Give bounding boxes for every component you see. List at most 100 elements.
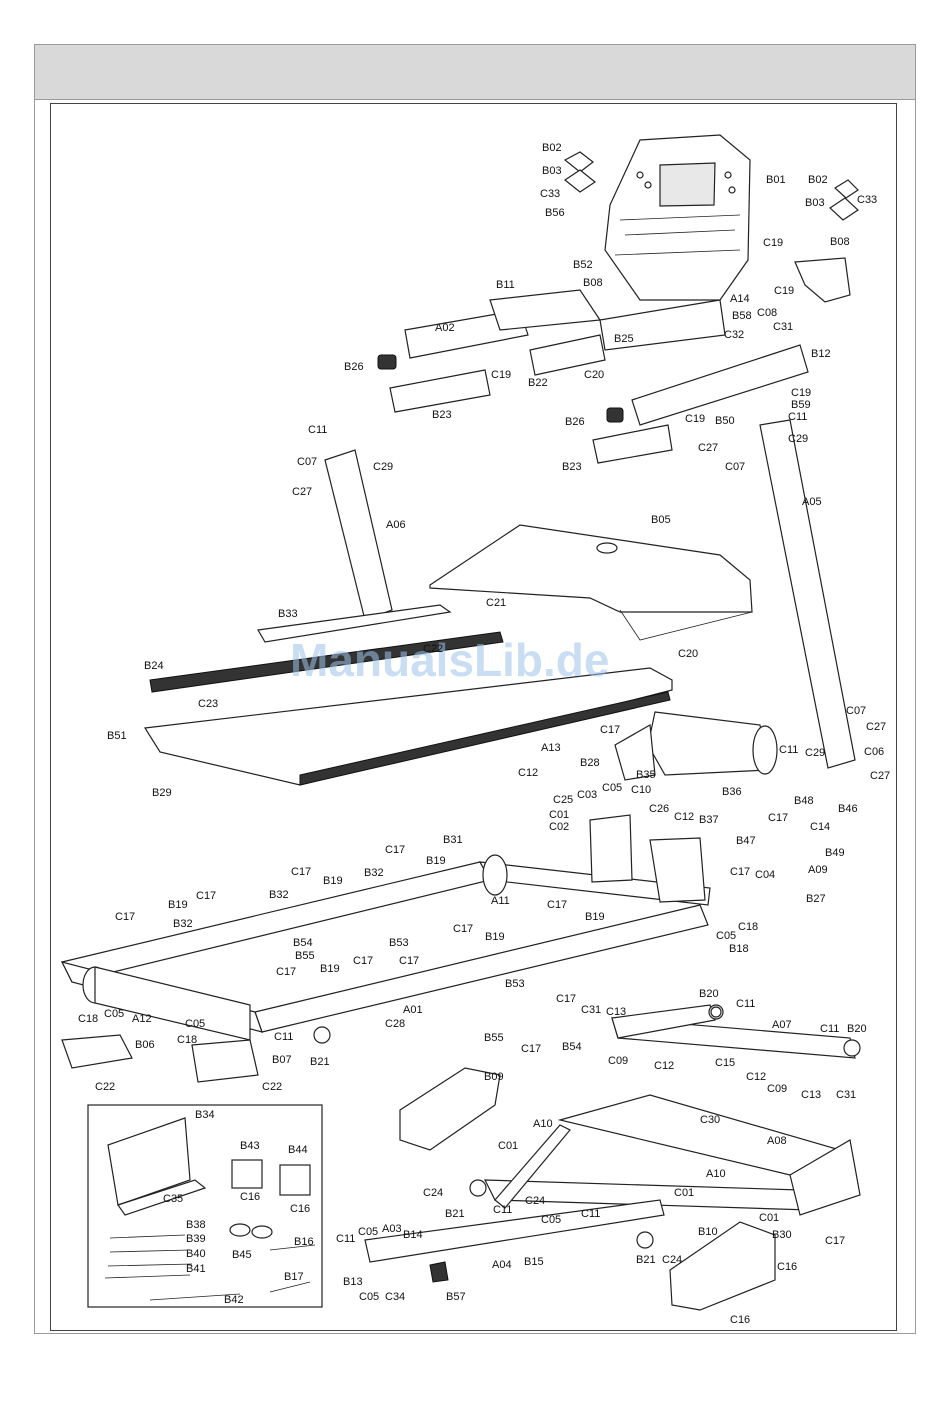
label-A06: A06 — [386, 519, 406, 531]
label-C11: C11 — [493, 1204, 512, 1216]
label-C06: C06 — [864, 746, 884, 758]
label-B01: B01 — [766, 174, 786, 186]
label-B25: B25 — [614, 333, 634, 345]
label-A08: A08 — [767, 1135, 787, 1147]
label-C16: C16 — [290, 1203, 310, 1215]
label-B34: B34 — [195, 1109, 215, 1121]
label-B59: B59 — [791, 399, 811, 411]
label-B21: B21 — [445, 1208, 465, 1220]
label-B16: B16 — [294, 1236, 314, 1248]
label-B23: B23 — [432, 409, 452, 421]
label-C17: C17 — [825, 1235, 845, 1247]
label-C17: C17 — [115, 911, 135, 923]
handlebar-a02 — [389, 289, 606, 413]
label-A03: A03 — [382, 1223, 402, 1235]
label-C17: C17 — [600, 724, 620, 736]
label-C11: C11 — [779, 744, 798, 756]
label-C11: C11 — [308, 424, 327, 436]
end-cap-b26b — [606, 407, 624, 423]
label-C33: C33 — [857, 194, 877, 206]
label-A11: A11 — [491, 895, 510, 907]
label-C05: C05 — [541, 1214, 561, 1226]
label-C01: C01 — [549, 809, 569, 821]
label-C17: C17 — [453, 923, 473, 935]
label-B21: B21 — [636, 1254, 656, 1266]
label-C18: C18 — [78, 1013, 98, 1025]
label-B03: B03 — [805, 197, 825, 209]
label-B07: B07 — [272, 1054, 292, 1066]
label-C03: C03 — [577, 789, 597, 801]
label-C09: C09 — [608, 1055, 628, 1067]
label-B19: B19 — [323, 875, 343, 887]
upright-a05 — [759, 419, 856, 769]
label-C23: C23 — [198, 698, 218, 710]
label-C17: C17 — [196, 890, 216, 902]
label-C01: C01 — [674, 1187, 694, 1199]
upright-a06 — [324, 449, 393, 621]
label-C20: C20 — [678, 648, 698, 660]
label-C17: C17 — [730, 866, 750, 878]
label-B39: B39 — [186, 1233, 206, 1245]
label-C19: C19 — [774, 285, 794, 297]
label-C12: C12 — [746, 1071, 766, 1083]
label-B10: B10 — [698, 1226, 718, 1238]
side-cover-b09 — [399, 1067, 501, 1151]
label-B19: B19 — [320, 963, 340, 975]
side-cover-b10 — [669, 1221, 776, 1311]
label-C19: C19 — [763, 237, 783, 249]
label-C24: C24 — [525, 1195, 545, 1207]
label-B18: B18 — [729, 943, 749, 955]
label-B45: B45 — [232, 1249, 252, 1261]
label-A12: A12 — [132, 1013, 152, 1025]
label-B19: B19 — [168, 899, 188, 911]
label-C07: C07 — [846, 705, 866, 717]
label-B11: B11 — [496, 279, 515, 291]
label-B55: B55 — [295, 950, 315, 962]
label-B02: B02 — [808, 174, 828, 186]
label-B52: B52 — [573, 259, 593, 271]
label-C13: C13 — [801, 1089, 821, 1101]
label-B13: B13 — [343, 1276, 363, 1288]
label-C19: C19 — [491, 369, 511, 381]
label-C26: C26 — [649, 803, 669, 815]
label-C32: C32 — [724, 329, 744, 341]
label-B56: B56 — [545, 207, 565, 219]
label-B54: B54 — [293, 937, 313, 949]
wheel-b21a — [313, 1026, 331, 1044]
label-C17: C17 — [768, 812, 788, 824]
label-C29: C29 — [788, 433, 808, 445]
label-C11: C11 — [274, 1031, 293, 1043]
label-C08: C08 — [757, 307, 777, 319]
outer-frame — [34, 44, 916, 1334]
label-C19: C19 — [685, 413, 705, 425]
label-C16: C16 — [730, 1314, 750, 1326]
label-C05: C05 — [716, 930, 736, 942]
label-C17: C17 — [399, 955, 419, 967]
watermark: ManualsLib.de — [290, 634, 609, 686]
label-B55: B55 — [484, 1032, 504, 1044]
label-B20: B20 — [847, 1023, 867, 1035]
label-B42: B42 — [224, 1294, 244, 1306]
label-B43: B43 — [240, 1140, 260, 1152]
wheel-b20a — [710, 1006, 722, 1018]
label-A14: A14 — [730, 293, 750, 305]
label-C25: C25 — [553, 794, 573, 806]
label-B19: B19 — [426, 855, 446, 867]
end-cap-b26a — [377, 354, 397, 370]
label-A10: A10 — [533, 1118, 553, 1130]
label-B53: B53 — [505, 978, 525, 990]
label-B02: B02 — [542, 142, 562, 154]
label-C22: C22 — [423, 643, 443, 655]
label-B40: B40 — [186, 1248, 206, 1260]
label-B48: B48 — [794, 795, 814, 807]
label-B19: B19 — [585, 911, 605, 923]
main-frame-a01 — [60, 854, 711, 1041]
label-B47: B47 — [736, 835, 756, 847]
label-B33: B33 — [278, 608, 298, 620]
label-B53: B53 — [389, 937, 409, 949]
label-B08: B08 — [830, 236, 850, 248]
label-B57: B57 — [446, 1291, 466, 1303]
label-C22: C22 — [95, 1081, 115, 1093]
label-C11: C11 — [820, 1023, 839, 1035]
